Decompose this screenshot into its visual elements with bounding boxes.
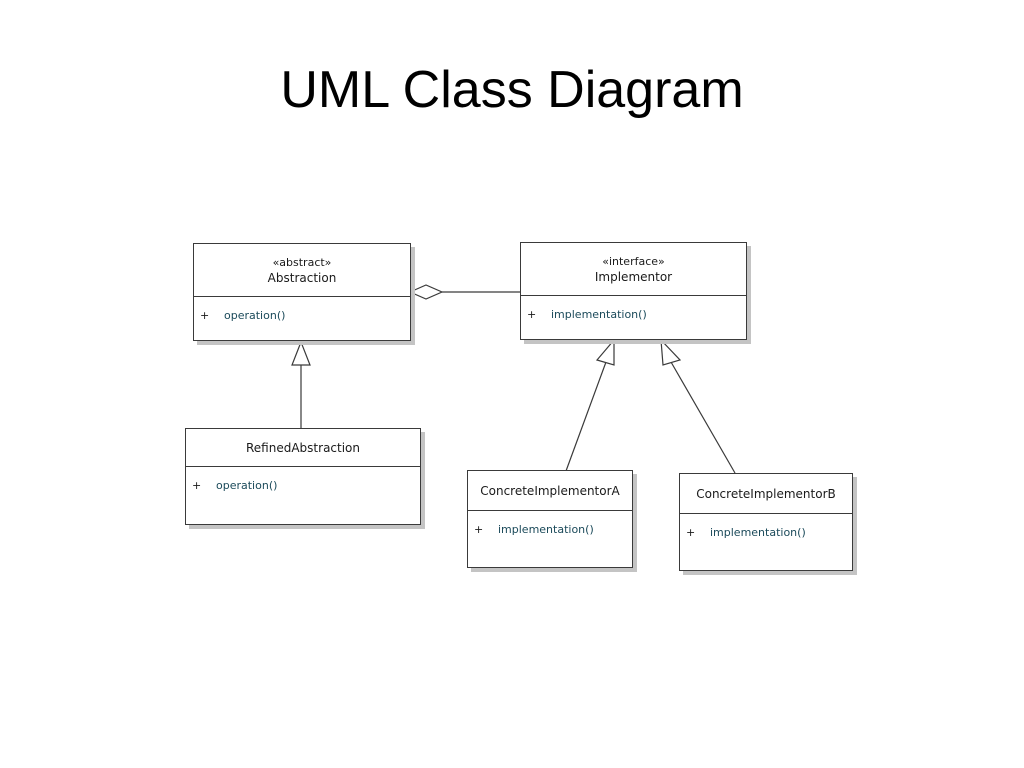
operation-name: implementation() (551, 308, 647, 321)
class-header: ConcreteImplementorB (680, 474, 852, 514)
stereotype-label: «interface» (602, 254, 665, 268)
class-abstraction[interactable]: «abstract» Abstraction + operation() (193, 243, 411, 341)
operation-name: operation() (224, 309, 286, 322)
class-refined-abstraction[interactable]: RefinedAbstraction + operation() (185, 428, 421, 525)
inheritance-arrowhead-icon (291, 340, 311, 366)
class-name: RefinedAbstraction (246, 440, 360, 455)
aggregation-diamond-icon (408, 284, 444, 300)
operations-compartment: + implementation() (680, 514, 852, 540)
class-concrete-implementor-a[interactable]: ConcreteImplementorA + implementation() (467, 470, 633, 568)
operations-compartment: + operation() (186, 467, 420, 493)
operation-row[interactable]: + operation() (192, 479, 420, 493)
visibility-marker: + (474, 523, 484, 536)
class-header: «abstract» Abstraction (194, 244, 410, 297)
operation-row[interactable]: + implementation() (474, 523, 632, 537)
visibility-marker: + (200, 309, 210, 322)
operation-name: implementation() (498, 523, 594, 536)
visibility-marker: + (527, 308, 537, 321)
operation-name: implementation() (710, 526, 806, 539)
operations-compartment: + implementation() (468, 511, 632, 537)
operations-compartment: + operation() (194, 297, 410, 323)
operations-compartment: + implementation() (521, 296, 746, 322)
class-implementor[interactable]: «interface» Implementor + implementation… (520, 242, 747, 340)
class-header: ConcreteImplementorA (468, 471, 632, 511)
operation-name: operation() (216, 479, 278, 492)
realization-arrowhead-icon (595, 338, 615, 366)
slide-title: UML Class Diagram (280, 61, 744, 119)
operation-row[interactable]: + implementation() (527, 308, 746, 322)
generalization-refined-abstraction (291, 340, 311, 429)
class-name: ConcreteImplementorB (696, 486, 836, 501)
class-concrete-implementor-b[interactable]: ConcreteImplementorB + implementation() (679, 473, 853, 571)
operation-row[interactable]: + implementation() (686, 526, 852, 540)
class-name: ConcreteImplementorA (480, 483, 620, 498)
operation-row[interactable]: + operation() (200, 309, 410, 323)
realization-arrowhead-icon (660, 338, 682, 366)
class-name: Implementor (594, 269, 673, 284)
class-header: RefinedAbstraction (186, 429, 420, 467)
aggregation-abstraction-implementor (408, 284, 521, 300)
visibility-marker: + (192, 479, 202, 492)
visibility-marker: + (686, 526, 696, 539)
stereotype-label: «abstract» (272, 255, 332, 269)
realization-concrete-implementor-b (660, 338, 736, 474)
class-header: «interface» Implementor (521, 243, 746, 296)
realization-concrete-implementor-a (565, 338, 615, 472)
class-name: Abstraction (267, 270, 337, 285)
